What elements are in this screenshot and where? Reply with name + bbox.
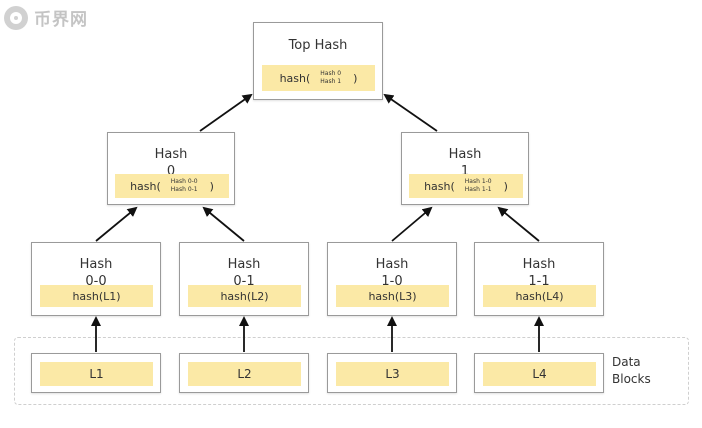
node-subtitle: 0 bbox=[166, 164, 176, 179]
hash-args: Hash 0-0 Hash 0-1 bbox=[171, 178, 198, 194]
data-block-l4: L4 bbox=[474, 353, 604, 393]
node-title: Hash bbox=[448, 147, 482, 162]
hash-formula: hash( Hash 0 Hash 1 ) bbox=[262, 65, 375, 91]
node-title: Hash bbox=[79, 257, 113, 272]
hash-formula: hash(L2) bbox=[188, 285, 301, 307]
arrow-hash0-to-top bbox=[199, 93, 253, 132]
hash-arg: Hash 0 bbox=[320, 70, 342, 77]
node-hash-1-0: Hash 1-0 hash(L3) bbox=[327, 242, 457, 316]
arrow-hash1-to-top bbox=[383, 93, 438, 132]
arrow-hash10-to-hash1 bbox=[391, 206, 433, 242]
data-blocks-group bbox=[14, 337, 689, 405]
hash-formula: hash( Hash 1-0 Hash 1-1 ) bbox=[409, 174, 523, 198]
hash-arg: Hash 1 bbox=[320, 78, 342, 85]
hash-fn: hash( bbox=[424, 179, 455, 193]
hash-args: Hash 1-0 Hash 1-1 bbox=[465, 178, 492, 194]
node-hash-1: Hash 1 hash( Hash 1-0 Hash 1-1 ) bbox=[401, 132, 529, 205]
hash-fn: hash( bbox=[279, 71, 311, 85]
coin-logo-icon bbox=[4, 5, 28, 30]
hash-arg: Hash 1-1 bbox=[464, 186, 492, 193]
node-title: Hash bbox=[154, 147, 188, 162]
hash-args: Hash 0 Hash 1 bbox=[320, 70, 341, 86]
node-title: Hash bbox=[375, 257, 409, 272]
data-block-label: L3 bbox=[336, 362, 449, 386]
arrow-hash01-to-hash0 bbox=[202, 206, 245, 242]
hash-arg: Hash 0-0 bbox=[170, 178, 198, 185]
hash-formula: hash( Hash 0-0 Hash 0-1 ) bbox=[115, 174, 229, 198]
node-title: Hash bbox=[227, 257, 261, 272]
watermark-text: 币界网 bbox=[34, 10, 88, 30]
node-hash-1-1: Hash 1-1 hash(L4) bbox=[474, 242, 604, 316]
hash-arg: Hash 1-0 bbox=[464, 178, 492, 185]
data-blocks-label-line: Blocks bbox=[612, 372, 651, 386]
arrow-hash00-to-hash0 bbox=[95, 206, 138, 242]
hash-fn: hash( bbox=[130, 179, 161, 193]
hash-close: ) bbox=[503, 179, 508, 193]
data-blocks-label-line: Data bbox=[612, 355, 641, 369]
data-block-l1: L1 bbox=[31, 353, 161, 393]
hash-close: ) bbox=[353, 71, 358, 85]
data-block-label: L4 bbox=[483, 362, 596, 386]
data-block-l3: L3 bbox=[327, 353, 457, 393]
node-hash-0-0: Hash 0-0 hash(L1) bbox=[31, 242, 161, 316]
arrow-hash11-to-hash1 bbox=[497, 206, 540, 242]
node-hash-0-1: Hash 0-1 hash(L2) bbox=[179, 242, 309, 316]
data-blocks-label: Data Blocks bbox=[612, 354, 668, 388]
hash-close: ) bbox=[209, 179, 214, 193]
hash-arg: Hash 0-1 bbox=[170, 186, 198, 193]
data-block-label: L1 bbox=[40, 362, 153, 386]
node-top-hash: Top Hash hash( Hash 0 Hash 1 ) bbox=[253, 22, 383, 100]
node-title: Hash bbox=[522, 257, 556, 272]
data-block-l2: L2 bbox=[179, 353, 309, 393]
node-subtitle: 1 bbox=[460, 164, 470, 179]
node-hash-0: Hash 0 hash( Hash 0-0 Hash 0-1 ) bbox=[107, 132, 235, 205]
hash-formula: hash(L3) bbox=[336, 285, 449, 307]
hash-formula: hash(L4) bbox=[483, 285, 596, 307]
node-title: Top Hash bbox=[288, 38, 348, 53]
watermark: 币界网 bbox=[4, 5, 88, 30]
hash-formula: hash(L1) bbox=[40, 285, 153, 307]
data-block-label: L2 bbox=[188, 362, 301, 386]
